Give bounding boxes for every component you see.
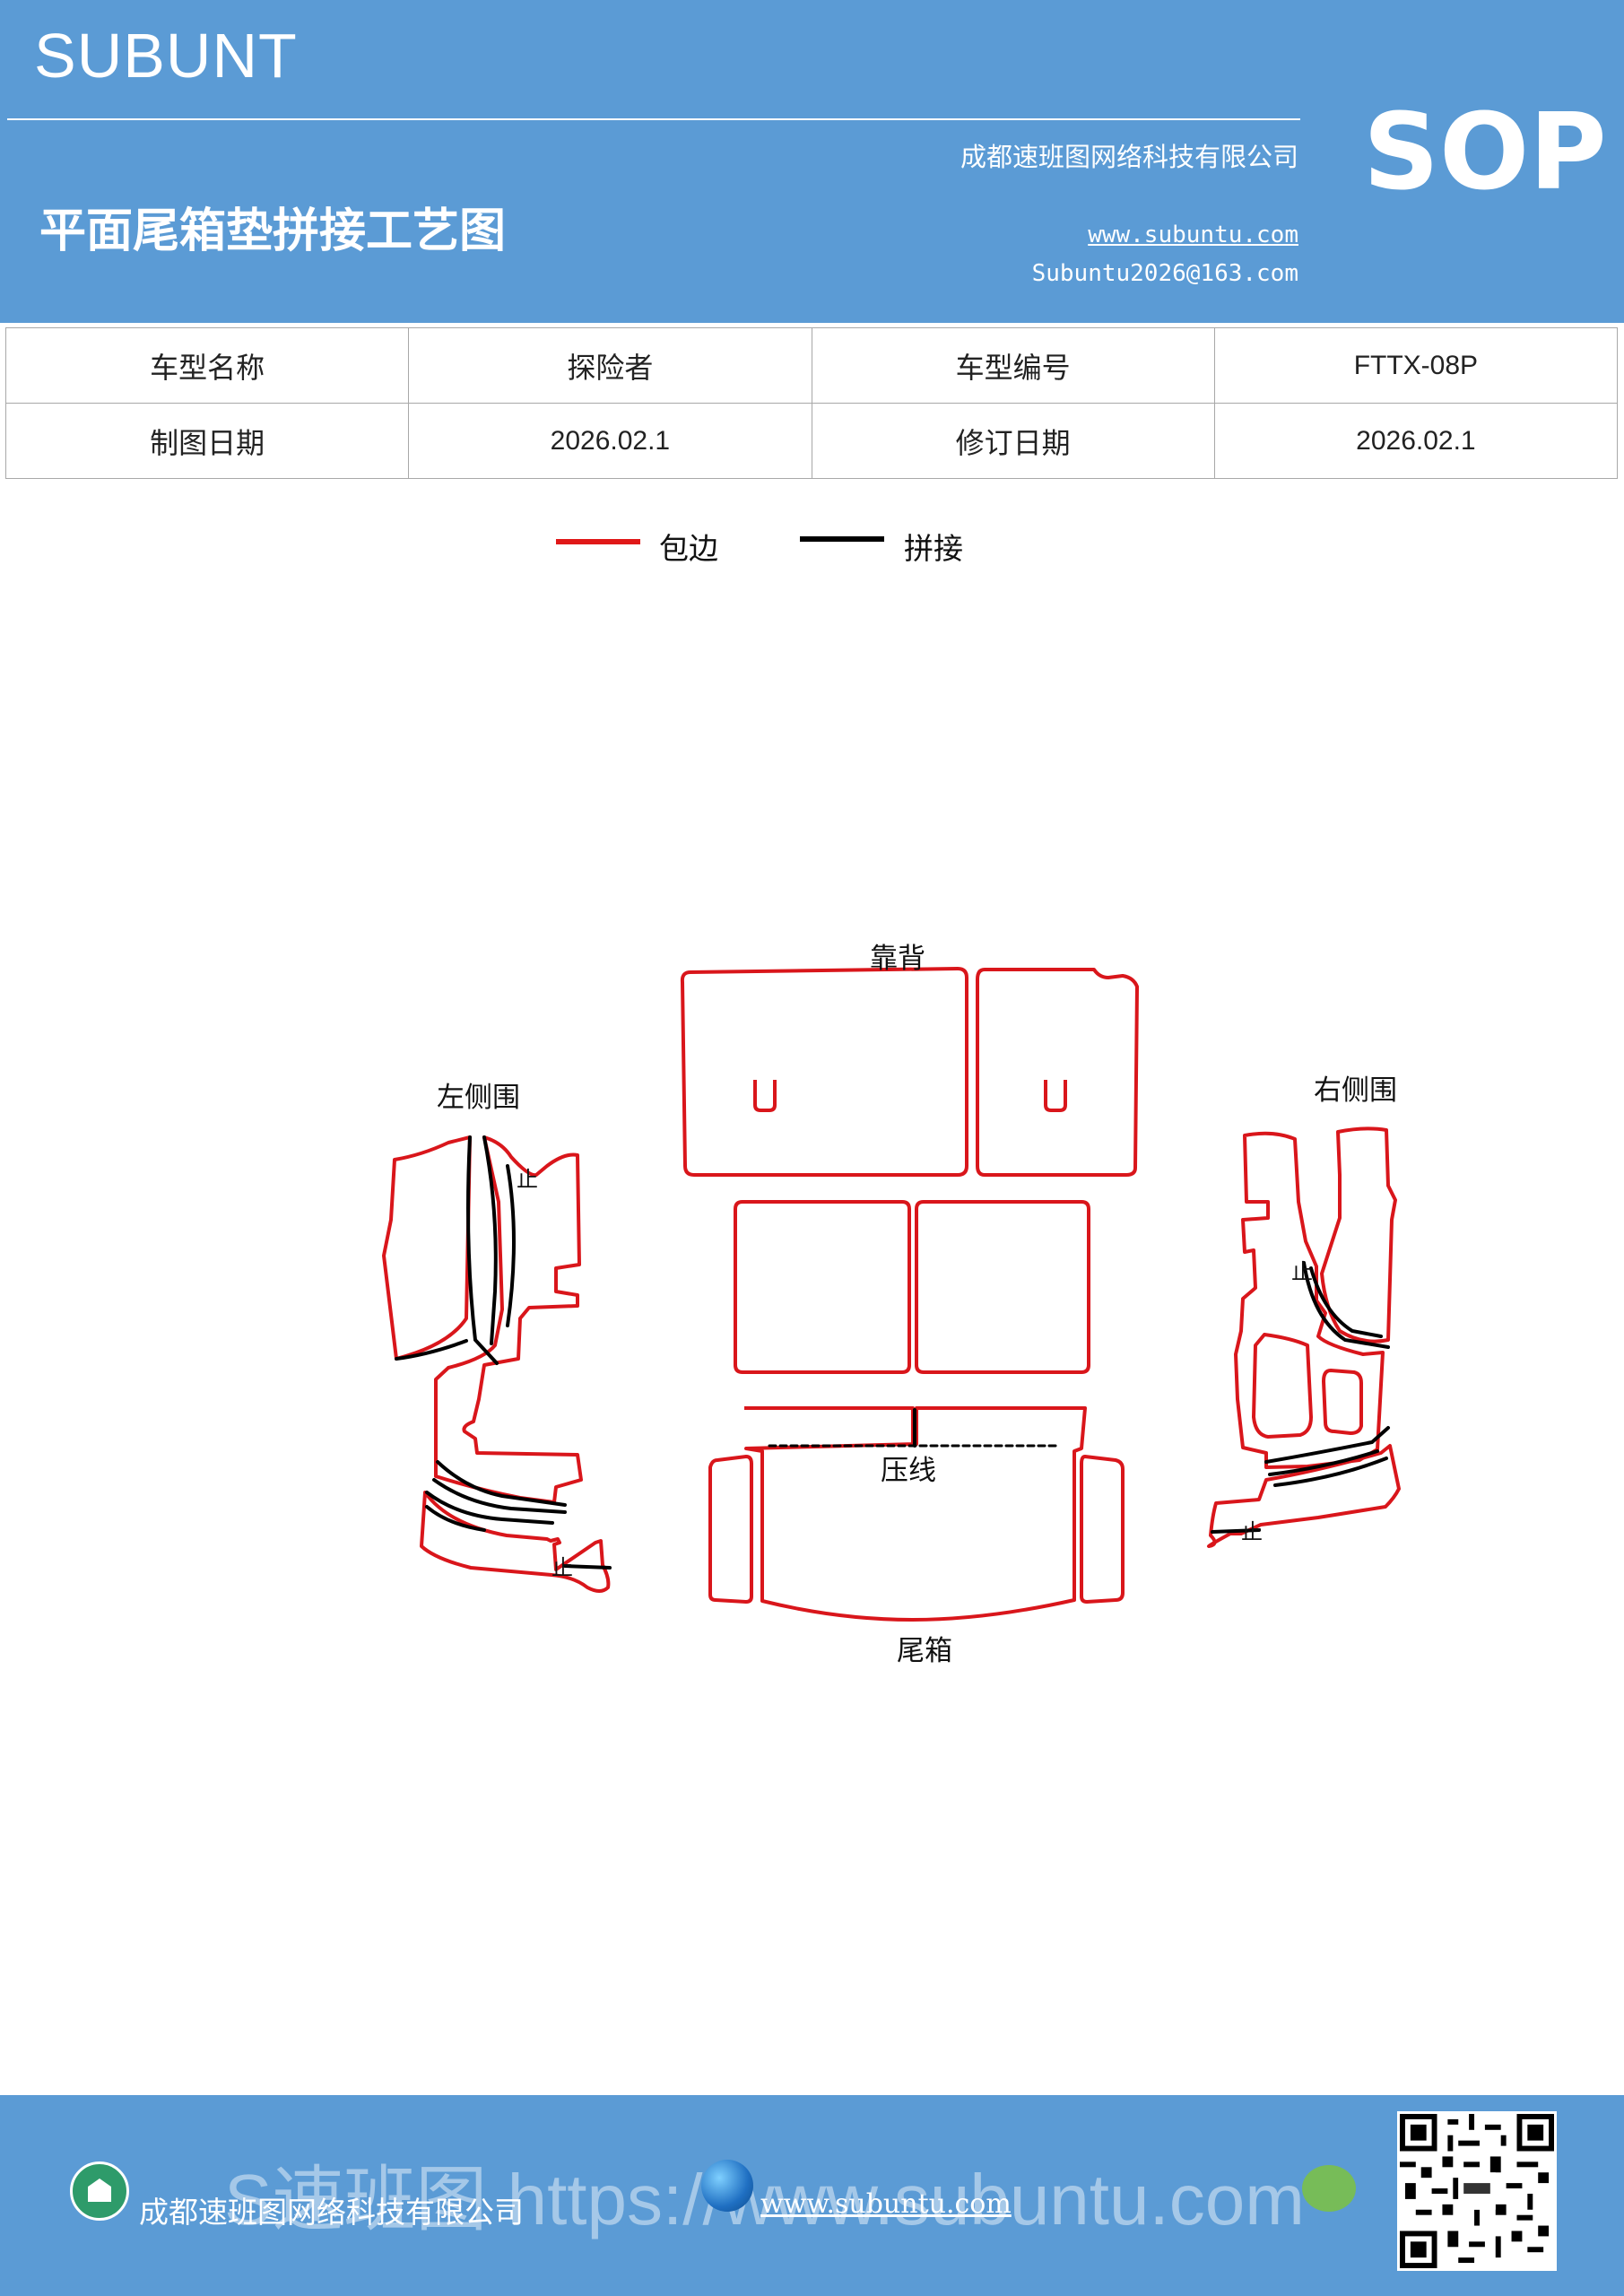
legend-swatch-splice <box>800 536 884 542</box>
left-side-wall-lower <box>420 1491 611 1593</box>
table-cell-value: 2026.02.1 <box>1213 403 1619 479</box>
table-cell-label: 车型名称 <box>4 327 410 404</box>
legend-swatch-edging <box>556 539 640 544</box>
seam-left-lower-3 <box>432 1478 567 1514</box>
seam-left-top-1 <box>466 1135 499 1365</box>
headrest-slot-left <box>753 1080 777 1112</box>
legend-label-splice: 拼接 <box>904 531 963 566</box>
seam-left-top-3 <box>506 1164 516 1327</box>
seam-right-top-2 <box>1309 1266 1383 1338</box>
label-backrest: 靠背 <box>870 943 925 975</box>
table-cell-value: FTTX-08P <box>1213 327 1619 404</box>
table-cell-value: 2026.02.1 <box>408 403 812 479</box>
seam-right-lower-1 <box>1264 1426 1390 1464</box>
seam-left-lower-1 <box>436 1460 567 1507</box>
globe-icon <box>701 2160 753 2212</box>
header-divider <box>7 118 1300 120</box>
left-side-wall-piece <box>382 1135 472 1361</box>
trunk-side-strip-right <box>1080 1455 1125 1604</box>
sop-badge: SOP <box>1363 90 1607 213</box>
right-side-wall-top <box>1320 1126 1397 1344</box>
leaf-icon <box>1302 2165 1356 2212</box>
brand-logo-text: SUBUNT <box>34 21 298 91</box>
table-row: 制图日期 2026.02.1 修订日期 2026.02.1 <box>4 403 1619 479</box>
left-side-wall-main <box>434 1135 583 1504</box>
footer-website-link[interactable]: www.subuntu.com <box>760 2188 1012 2220</box>
company-name: 成都速班图网络科技有限公司 <box>960 142 1298 172</box>
page-title: 平面尾箱垫拼接工艺图 <box>39 204 507 258</box>
legend-label-edging: 包边 <box>659 531 718 566</box>
stop-mark-right-top: 止 <box>1291 1259 1313 1284</box>
stop-mark-left-bottom: 止 <box>551 1555 573 1580</box>
headrest-slot-right <box>1044 1080 1067 1112</box>
label-left-side-wall: 左侧围 <box>437 1082 520 1114</box>
footer-watermark: S速班图 https://www.subuntu.com <box>224 2160 1305 2239</box>
seam-left-top-4 <box>395 1339 468 1361</box>
qr-code-icon <box>1397 2111 1557 2271</box>
backrest-left-panel <box>680 967 968 1177</box>
seam-left-lower-2 <box>425 1491 554 1525</box>
table-row: 车型名称 探险者 车型编号 FTTX-08P <box>4 327 1619 404</box>
middle-left-panel <box>734 1200 911 1374</box>
trunk-side-strip-left <box>708 1455 753 1604</box>
backrest-right-panel <box>976 968 1139 1177</box>
right-side-wall-window-1 <box>1252 1333 1313 1439</box>
label-crease-line: 压线 <box>881 1455 936 1487</box>
website-link[interactable]: www.subuntu.com <box>1088 222 1298 248</box>
seam-right-tail <box>1211 1528 1261 1534</box>
seam-left-top-2 <box>482 1135 498 1345</box>
stop-mark-right-bottom: 止 <box>1241 1519 1263 1544</box>
label-trunk: 尾箱 <box>897 1635 952 1667</box>
seam-right-top-1 <box>1302 1261 1390 1349</box>
header-banner: SUBUNT 成都速班图网络科技有限公司 平面尾箱垫拼接工艺图 www.subu… <box>0 0 1624 323</box>
seam-left-lower-4 <box>425 1505 486 1532</box>
table-cell-label: 制图日期 <box>4 403 410 479</box>
label-right-side-wall: 右侧围 <box>1314 1074 1397 1107</box>
footer-company-name: 成都速班图网络科技有限公司 <box>139 2195 524 2230</box>
vehicle-info-table: 车型名称 探险者 车型编号 FTTX-08P 制图日期 2026.02.1 修订… <box>4 327 1619 479</box>
right-side-wall-main <box>1234 1131 1385 1469</box>
table-cell-value: 探险者 <box>408 327 812 404</box>
middle-right-panel <box>915 1200 1090 1374</box>
seam-right-lower-3 <box>1273 1457 1388 1487</box>
trunk-mat-diagram <box>382 967 1401 1622</box>
table-cell-label: 修订日期 <box>811 403 1215 479</box>
table-cell-label: 车型编号 <box>811 327 1215 404</box>
stop-mark-left-top: 止 <box>517 1167 538 1192</box>
seam-right-lower-2 <box>1268 1449 1379 1476</box>
seam-left-tail <box>563 1564 612 1570</box>
building-icon <box>70 2161 129 2221</box>
contact-email[interactable]: Subuntu2026@163.com <box>1031 260 1298 287</box>
right-side-wall-window-2 <box>1322 1369 1363 1435</box>
